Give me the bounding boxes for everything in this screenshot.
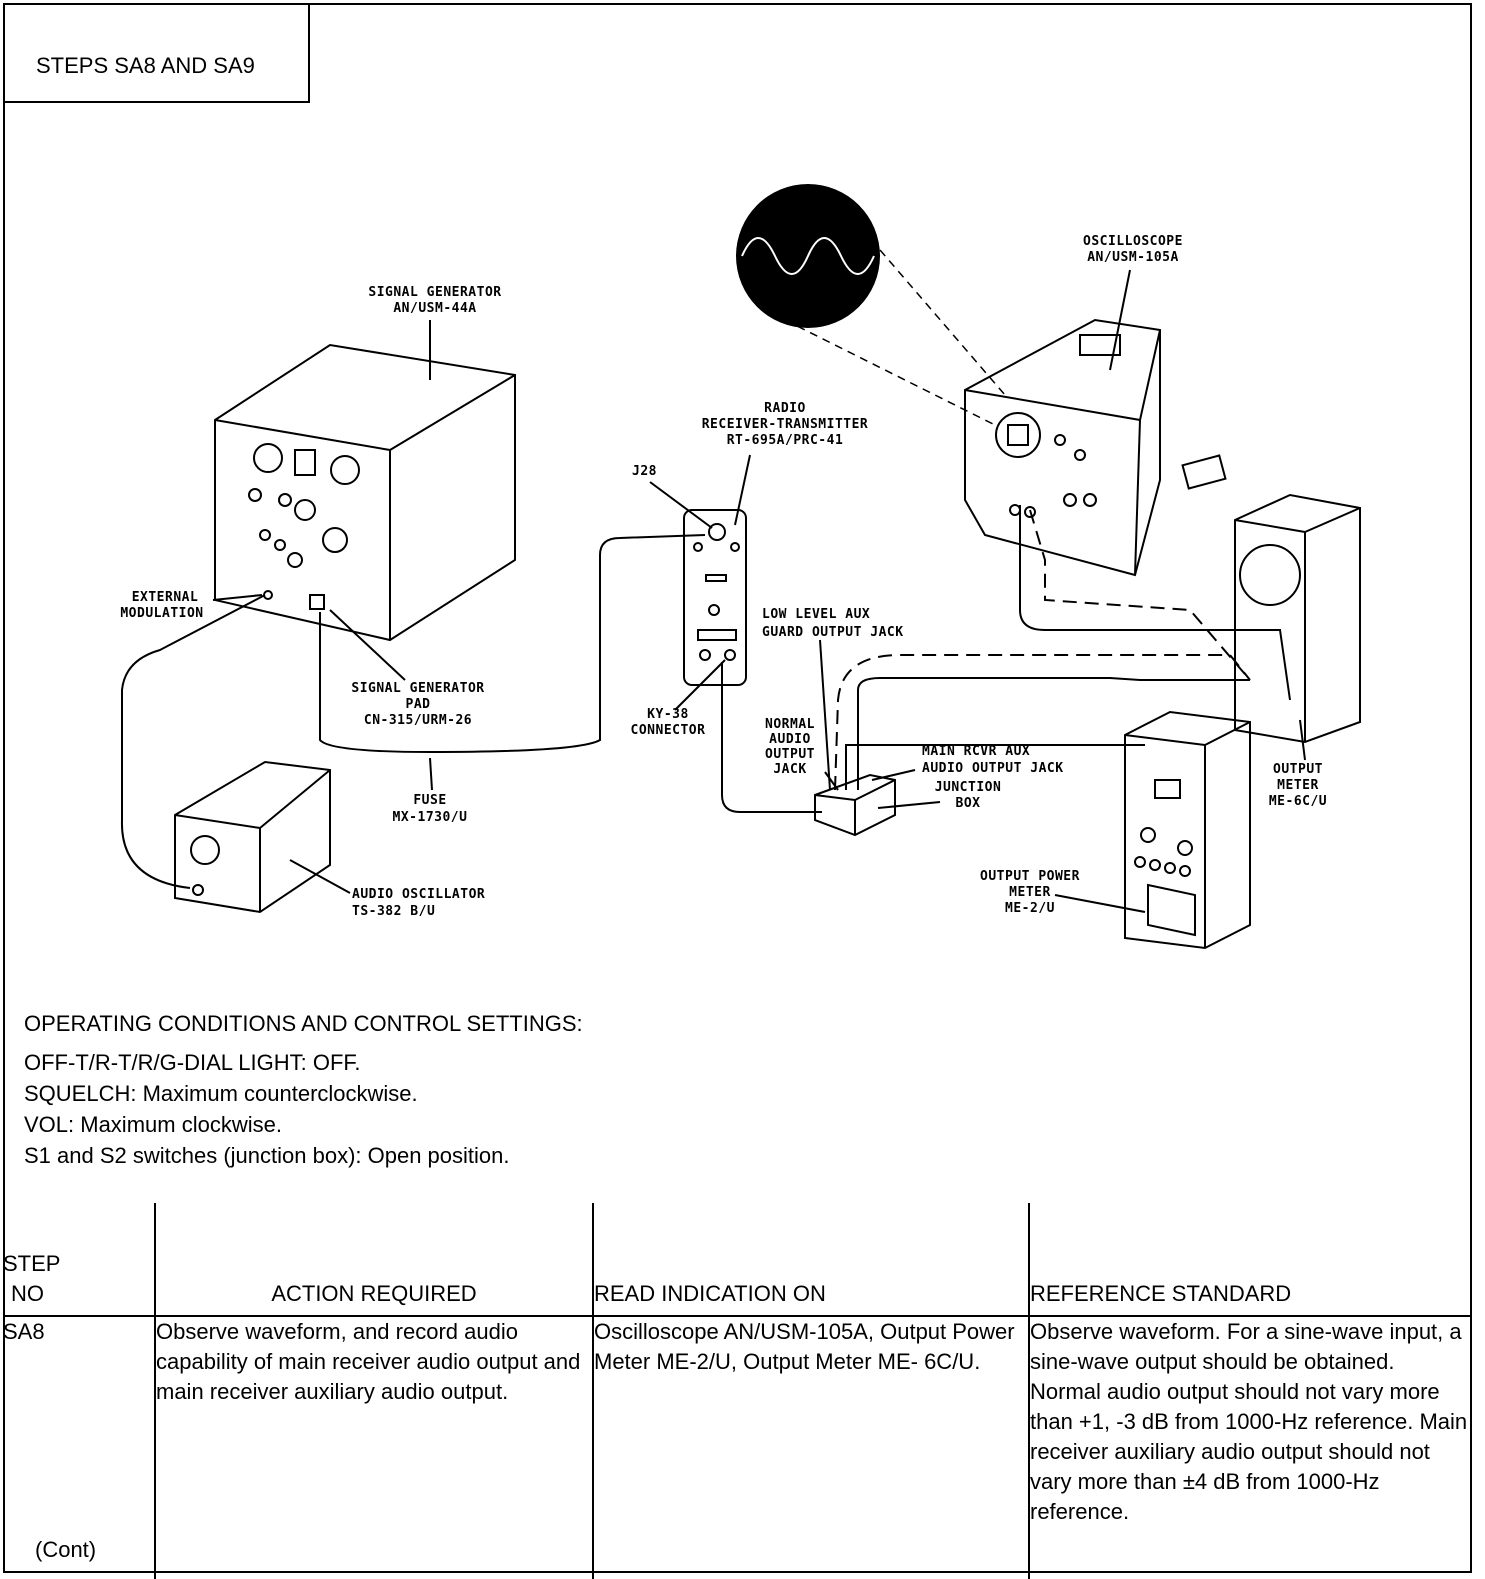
cable-osc-to-extmod [122,595,265,888]
label-output-meter-3: ME-6C/U [1269,794,1327,809]
label-low-level-2: GUARD OUTPUT JACK [762,625,904,640]
label-j28: J28 [632,464,657,479]
label-signal-generator-1: SIGNAL GENERATOR [368,285,501,300]
cable-scope-to-meter [1020,505,1290,700]
action-cell: Observe waveform, and record audio capab… [155,1316,593,1579]
header-step-no: STEP NO [3,1203,155,1316]
conditions-heading: OPERATING CONDITIONS AND CONTROL SETTING… [24,1008,583,1039]
label-output-power-meter-2: METER [1009,885,1051,900]
label-radio-1: RADIO [764,401,806,416]
reference-cell: Observe waveform. For a sine-wave input,… [1029,1316,1470,1579]
output-meter-drawing [1235,495,1360,742]
label-output-meter-2: METER [1277,778,1319,793]
label-oscilloscope-1: OSCILLOSCOPE [1083,234,1183,249]
label-main-rcvr-1: MAIN RCVR AUX [922,744,1030,759]
label-fuse-1: FUSE [413,793,446,808]
label-radio-3: RT-695A/PRC-41 [727,433,844,448]
oscilloscope-drawing [965,320,1225,575]
procedure-table: STEP NO ACTION REQUIRED READ INDICATION … [3,1203,1470,1579]
label-audio-oscillator-1: AUDIO OSCILLATOR [352,887,485,902]
test-setup-diagram: SIGNAL GENERATOR AN/USM-44A EXTERNAL MOD… [0,0,1485,1000]
condition-line: OFF-T/R-T/R/G-DIAL LIGHT: OFF. [24,1047,583,1078]
header-read-indication: READ INDICATION ON [593,1203,1029,1316]
label-fuse-2: MX-1730/U [393,810,468,825]
condition-line: VOL: Maximum clockwise. [24,1109,583,1140]
continued-label: (Cont) [35,1535,96,1565]
table-row: SA8 (Cont) Observe waveform, and record … [3,1316,1470,1579]
label-main-rcvr-2: AUDIO OUTPUT JACK [922,761,1064,776]
operating-conditions: OPERATING CONDITIONS AND CONTROL SETTING… [24,1008,583,1171]
read-cell: Oscilloscope AN/USM-105A, Output Power M… [593,1316,1029,1579]
waveform-display [736,184,880,328]
label-normal-audio-3: OUTPUT [765,747,815,762]
label-junction-box-1: JUNCTION [935,780,1002,795]
condition-line: S1 and S2 switches (junction box): Open … [24,1140,583,1171]
label-low-level-1: LOW LEVEL AUX [762,607,870,622]
label-ky38-1: KY-38 [647,707,689,722]
label-normal-audio-2: AUDIO [769,732,811,747]
label-sg-pad-1: SIGNAL GENERATOR [351,681,484,696]
label-output-power-meter-1: OUTPUT POWER [980,869,1080,884]
audio-oscillator-drawing [175,762,330,912]
label-output-power-meter-3: ME-2/U [1005,901,1055,916]
table-header-row: STEP NO ACTION REQUIRED READ INDICATION … [3,1203,1470,1316]
label-normal-audio-1: NORMAL [765,717,815,732]
header-action-required: ACTION REQUIRED [155,1203,593,1316]
condition-line: SQUELCH: Maximum counterclockwise. [24,1078,583,1109]
step-number: SA8 [3,1317,154,1347]
label-radio-2: RECEIVER-TRANSMITTER [702,417,869,432]
label-junction-box-2: BOX [956,796,981,811]
label-sg-pad-2: PAD [406,697,431,712]
header-reference-standard: REFERENCE STANDARD [1029,1203,1470,1316]
label-output-meter-1: OUTPUT [1273,762,1323,777]
label-sg-pad-3: CN-315/URM-26 [364,713,472,728]
junction-box-drawing [815,775,895,835]
label-ky38-2: CONNECTOR [631,723,706,738]
step-cell: SA8 (Cont) [3,1316,155,1579]
label-oscilloscope-2: AN/USM-105A [1087,250,1179,265]
label-external-modulation-1: EXTERNAL [132,590,199,605]
header-step-no-line-1: STEP [3,1249,154,1279]
label-audio-oscillator-2: TS-382 B/U [352,904,435,919]
label-normal-audio-4: JACK [773,762,806,777]
header-step-no-line-2: NO [3,1279,154,1309]
label-external-modulation-2: MODULATION [120,606,203,621]
label-signal-generator-2: AN/USM-44A [393,301,476,316]
